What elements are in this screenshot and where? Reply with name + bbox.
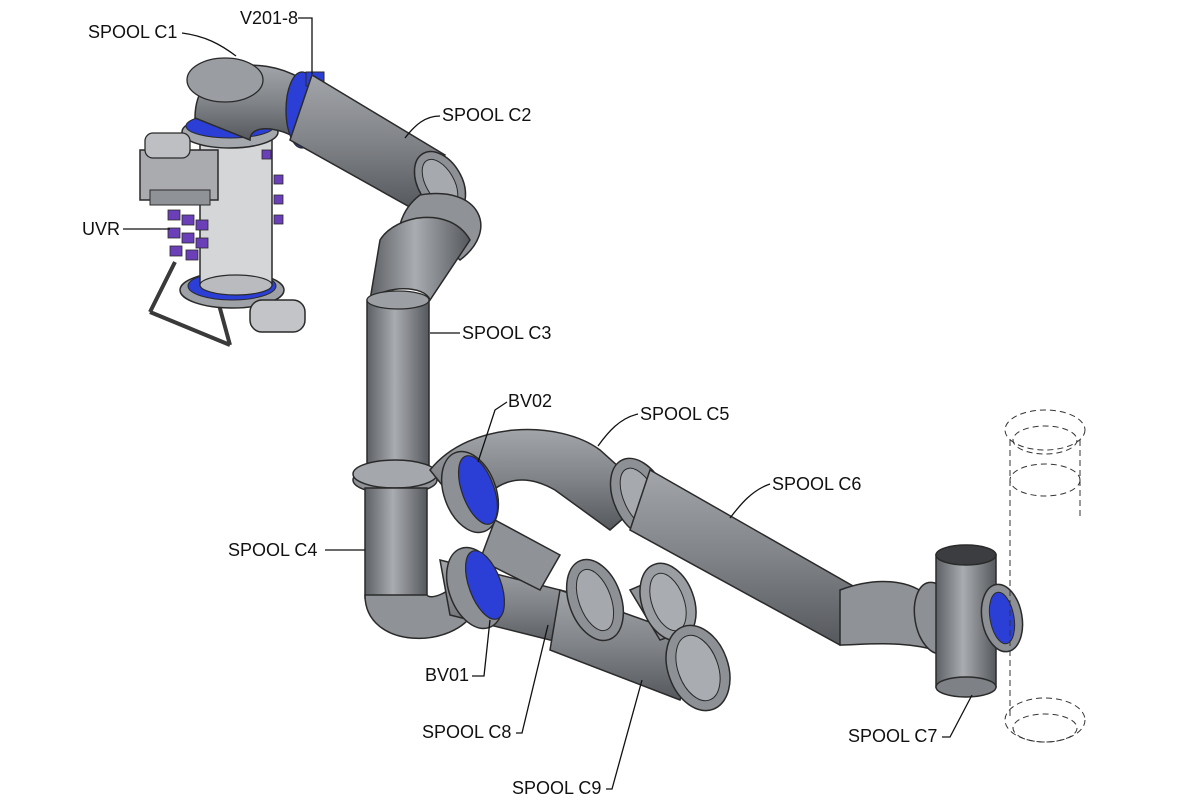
- label-spool-c4: SPOOL C4: [228, 540, 365, 560]
- label-v201-8: V201-8: [240, 8, 313, 74]
- label-spool-c1: SPOOL C1: [88, 22, 237, 57]
- spool-c7-fitting: [913, 544, 1024, 698]
- flange-c3-c4: [352, 459, 438, 495]
- spool-c9-pipe: [549, 558, 731, 712]
- svg-text:SPOOL C3: SPOOL C3: [462, 323, 551, 343]
- spool-c3-pipe: [366, 290, 430, 466]
- label-spool-c7: SPOOL C7: [848, 694, 973, 746]
- phantom-vessel: [1004, 409, 1086, 743]
- svg-text:SPOOL C1: SPOOL C1: [88, 22, 177, 42]
- label-bv02: BV02: [477, 391, 552, 463]
- label-spool-c8: SPOOL C8: [422, 624, 549, 742]
- svg-text:SPOOL C9: SPOOL C9: [512, 778, 601, 798]
- label-spool-c3: SPOOL C3: [430, 323, 551, 343]
- svg-text:SPOOL C7: SPOOL C7: [848, 726, 937, 746]
- svg-text:BV02: BV02: [508, 391, 552, 411]
- label-spool-c5: SPOOL C5: [597, 404, 729, 447]
- svg-text:V201-8: V201-8: [240, 8, 298, 28]
- label-spool-c2: SPOOL C2: [404, 105, 531, 139]
- svg-text:SPOOL C8: SPOOL C8: [422, 722, 511, 742]
- label-spool-c6: SPOOL C6: [729, 474, 861, 519]
- spool-c4-pipe: [364, 487, 476, 639]
- label-uvr: UVR: [82, 219, 170, 239]
- label-spool-c9: SPOOL C9: [512, 679, 643, 798]
- valve-bv01: [445, 546, 506, 630]
- svg-text:SPOOL C2: SPOOL C2: [442, 105, 531, 125]
- valve-bv02: [440, 450, 500, 534]
- elbow-c2-c3: [368, 192, 482, 303]
- label-bv01: BV01: [425, 619, 491, 685]
- spool-c1-pipe: [186, 57, 301, 142]
- svg-text:SPOOL C6: SPOOL C6: [772, 474, 861, 494]
- svg-text:BV01: BV01: [425, 665, 469, 685]
- svg-text:SPOOL C4: SPOOL C4: [228, 540, 317, 560]
- svg-text:SPOOL C5: SPOOL C5: [640, 404, 729, 424]
- spool-c6-pipe: [629, 468, 936, 651]
- svg-text:UVR: UVR: [82, 219, 120, 239]
